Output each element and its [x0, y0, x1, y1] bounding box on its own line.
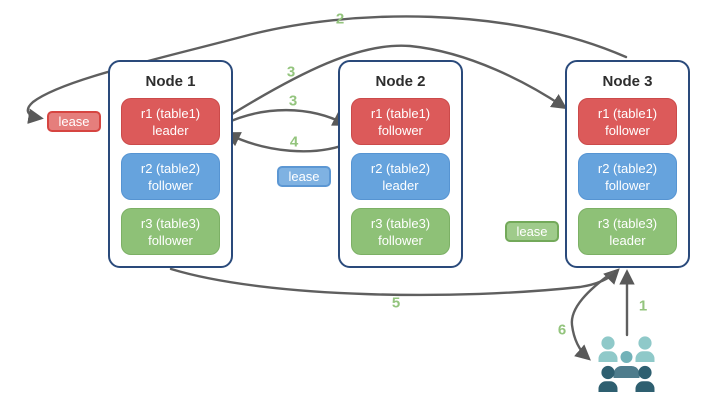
node-2-replica-r2: r2 (table2) leader — [351, 153, 450, 200]
step-label-3b: 3 — [288, 92, 298, 110]
replica-role: follower — [378, 232, 423, 248]
person-dark-left — [598, 365, 618, 392]
replica-role: follower — [605, 177, 650, 193]
node-1-box: Node 1 r1 (table1) leader r2 (table2) fo… — [108, 60, 233, 268]
step-label-5: 5 — [391, 294, 401, 312]
lease-tag-green: lease — [505, 221, 559, 242]
node-3-replica-r3: r3 (table3) leader — [578, 208, 677, 255]
step-label-4: 4 — [289, 133, 299, 151]
replica-name: r2 (table2) — [140, 160, 201, 176]
node-1-replica-r1: r1 (table1) leader — [121, 98, 220, 145]
replica-name: r1 (table1) — [140, 105, 201, 121]
lease-tag-red: lease — [47, 111, 101, 132]
users-icon — [598, 336, 655, 392]
person-middle — [613, 351, 640, 378]
step-label-2: 2 — [335, 10, 345, 28]
step-label-3a: 3 — [286, 63, 296, 81]
replica-name: r3 (table3) — [597, 215, 658, 231]
node-2-replica-r1: r1 (table1) follower — [351, 98, 450, 145]
replica-name: r3 (table3) — [370, 215, 431, 231]
replica-role: follower — [605, 122, 650, 138]
replica-role: follower — [148, 177, 193, 193]
node-3-replica-r2: r2 (table2) follower — [578, 153, 677, 200]
replica-role: leader — [152, 122, 189, 138]
node-3-replica-r1: r1 (table1) follower — [578, 98, 677, 145]
step-label-1: 1 — [638, 297, 648, 315]
arrow-step-3-replicate-to-node3 — [222, 44, 568, 121]
step-label-6: 6 — [557, 321, 567, 339]
replica-name: r2 (table2) — [370, 160, 431, 176]
replica-name: r1 (table1) — [597, 105, 658, 121]
node-3-title: Node 3 — [602, 73, 653, 90]
person-light-right — [635, 336, 655, 362]
replica-role: follower — [378, 122, 423, 138]
node-1-replica-r3: r3 (table3) follower — [121, 208, 220, 255]
replica-name: r1 (table1) — [370, 105, 431, 121]
person-light-left — [598, 336, 618, 362]
replica-role: follower — [148, 232, 193, 248]
replica-role: leader — [609, 232, 646, 248]
node-2-replica-r3: r3 (table3) follower — [351, 208, 450, 255]
node-3-box: Node 3 r1 (table1) follower r2 (table2) … — [565, 60, 690, 268]
node-1-title: Node 1 — [145, 73, 196, 90]
arrow-step-6-response-to-client — [570, 270, 615, 361]
node-1-replica-r2: r2 (table2) follower — [121, 153, 220, 200]
node-2-box: Node 2 r1 (table1) follower r2 (table2) … — [338, 60, 463, 268]
arrow-step-2-gateway-to-leaseholder — [26, 15, 628, 124]
replica-role: leader — [382, 177, 419, 193]
replica-name: r3 (table3) — [140, 215, 201, 231]
arrow-step-5-response-to-gateway — [169, 267, 620, 297]
arrow-step-3-replicate-to-node2 — [222, 108, 349, 126]
lease-tag-blue: lease — [277, 166, 331, 187]
replica-name: r2 (table2) — [597, 160, 658, 176]
node-2-title: Node 2 — [375, 73, 426, 90]
person-dark-right — [635, 365, 655, 392]
